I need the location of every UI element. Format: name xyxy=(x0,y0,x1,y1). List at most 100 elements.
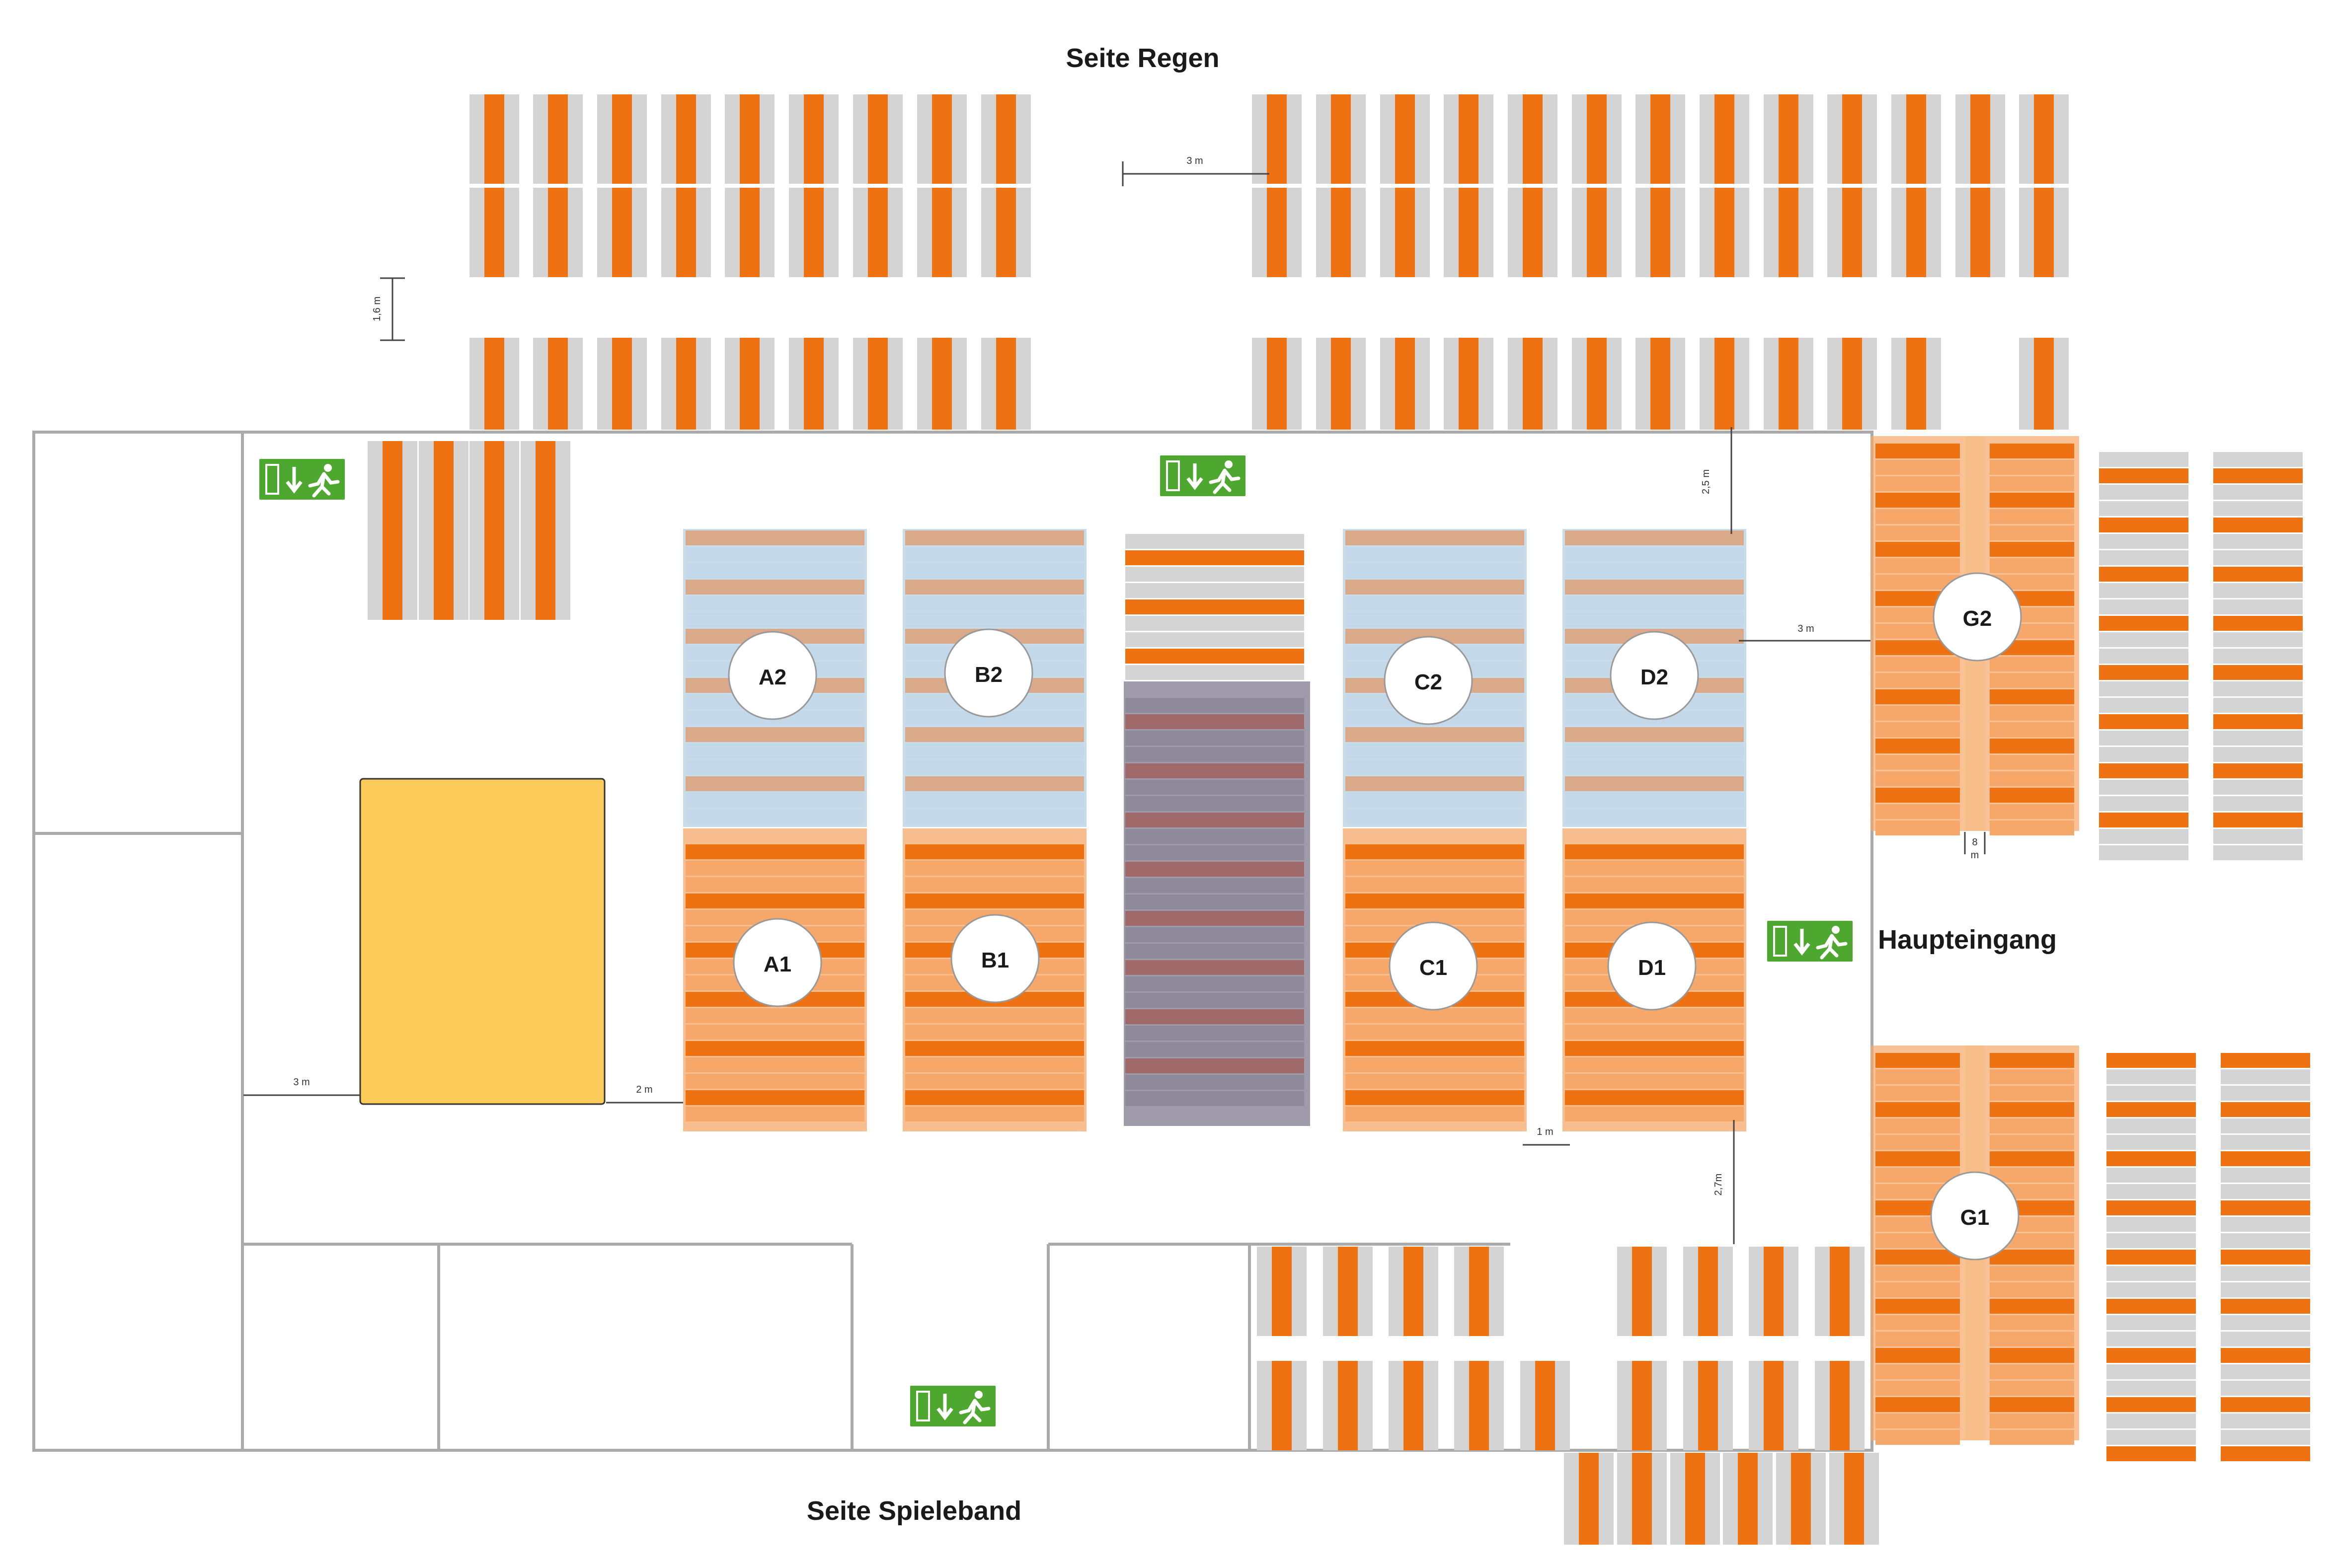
bench-horizontal xyxy=(2221,1414,2310,1428)
bench-horizontal xyxy=(1875,673,1960,688)
bench-horizontal xyxy=(2106,1381,2196,1396)
bench-horizontal xyxy=(1125,632,1304,647)
bench-horizontal xyxy=(1565,612,1744,627)
bench-horizontal xyxy=(1125,960,1304,975)
bench-vertical-seat xyxy=(1523,94,1543,184)
bench-vertical-seat xyxy=(1830,1247,1850,1336)
bench-horizontal xyxy=(1125,714,1304,729)
bench-horizontal xyxy=(1990,1250,2074,1265)
bench-horizontal xyxy=(1565,793,1744,808)
bench-horizontal xyxy=(1875,1086,1960,1101)
bench-horizontal xyxy=(2213,698,2303,713)
bench-vertical-seat xyxy=(1267,338,1287,430)
bench-horizontal xyxy=(1875,1348,1960,1363)
bench-horizontal xyxy=(1345,793,1524,808)
bench-horizontal xyxy=(905,563,1084,578)
bench-vertical-seat xyxy=(1338,1247,1358,1336)
bench-horizontal xyxy=(905,877,1084,892)
bench-vertical-seat xyxy=(1842,94,1862,184)
bench-vertical-seat xyxy=(804,188,824,277)
bench-vertical-seat xyxy=(612,94,632,184)
svg-text:C1: C1 xyxy=(1419,956,1447,980)
bench-horizontal xyxy=(2221,1381,2310,1396)
bench-horizontal xyxy=(1345,760,1524,775)
bench-horizontal xyxy=(1565,1008,1744,1023)
bench-horizontal xyxy=(686,744,864,758)
bench-horizontal xyxy=(686,776,864,791)
bench-horizontal xyxy=(1125,895,1304,909)
bench-horizontal xyxy=(905,1107,1084,1121)
bench-horizontal xyxy=(1875,1414,1960,1428)
bench-vertical-seat xyxy=(804,94,824,184)
bench-horizontal xyxy=(2106,1119,2196,1133)
bench-vertical-seat xyxy=(1738,1453,1758,1545)
bench-horizontal xyxy=(905,612,1084,627)
bench-horizontal xyxy=(2099,813,2188,827)
bench-vertical-seat xyxy=(1523,338,1543,430)
bench-vertical-seat xyxy=(1906,94,1926,184)
bench-horizontal xyxy=(1875,1053,1960,1068)
bench-horizontal xyxy=(1125,1009,1304,1024)
bench-horizontal xyxy=(1565,861,1744,876)
bench-horizontal xyxy=(2221,1315,2310,1330)
bench-vertical-seat xyxy=(1403,1247,1423,1336)
bench-vertical-seat xyxy=(1535,1361,1555,1450)
bench-vertical-seat xyxy=(1685,1453,1705,1545)
emergency-exit-icon xyxy=(257,457,347,502)
bench-horizontal xyxy=(1990,722,2074,737)
bench-horizontal xyxy=(905,1041,1084,1056)
bench-horizontal xyxy=(1875,1102,1960,1117)
dim-g2-small: 8 xyxy=(1972,837,1977,848)
bench-horizontal xyxy=(2213,829,2303,844)
bench-vertical-seat xyxy=(996,188,1016,277)
bench-horizontal xyxy=(1875,1282,1960,1297)
bench-horizontal xyxy=(1565,744,1744,758)
bench-horizontal xyxy=(1345,547,1524,562)
bench-horizontal xyxy=(1875,476,1960,491)
bench-horizontal xyxy=(2106,1446,2196,1461)
bench-vertical-seat xyxy=(740,188,760,277)
bench-horizontal xyxy=(1565,596,1744,611)
bench-horizontal xyxy=(2221,1069,2310,1084)
bench-horizontal xyxy=(686,844,864,859)
bench-vertical-seat xyxy=(1714,188,1734,277)
bench-horizontal xyxy=(2213,681,2303,696)
bench-horizontal xyxy=(1125,944,1304,959)
bench-horizontal xyxy=(2213,534,2303,549)
bench-horizontal xyxy=(686,861,864,876)
bench-horizontal xyxy=(905,530,1084,545)
bench-horizontal xyxy=(1345,809,1524,824)
bench-horizontal xyxy=(1345,612,1524,627)
bench-vertical-seat xyxy=(2034,188,2054,277)
bench-vertical-seat xyxy=(740,338,760,430)
bench-horizontal xyxy=(2221,1217,2310,1232)
bench-vertical-seat xyxy=(1331,94,1351,184)
bench-horizontal xyxy=(2213,813,2303,827)
bench-vertical-seat xyxy=(1267,188,1287,277)
bench-horizontal xyxy=(686,1107,864,1121)
bench-horizontal xyxy=(2106,1200,2196,1215)
bench-horizontal xyxy=(1875,1168,1960,1183)
bench-horizontal xyxy=(2106,1397,2196,1412)
dim-g2-small-unit: m xyxy=(1971,850,1979,861)
bench-horizontal xyxy=(2221,1184,2310,1199)
bench-horizontal xyxy=(1990,476,2074,491)
bench-vertical-seat xyxy=(1469,1247,1489,1336)
bench-horizontal xyxy=(686,596,864,611)
bench-horizontal xyxy=(1565,530,1744,545)
bench-horizontal xyxy=(2213,665,2303,680)
bench-horizontal xyxy=(1990,1102,2074,1117)
bench-horizontal xyxy=(2106,1233,2196,1248)
bench-horizontal xyxy=(1875,821,1960,835)
bench-horizontal xyxy=(2099,485,2188,500)
bench-horizontal xyxy=(1990,1053,2074,1068)
bench-horizontal xyxy=(686,727,864,742)
bench-vertical-seat xyxy=(484,188,504,277)
bench-horizontal xyxy=(2106,1266,2196,1281)
bench-horizontal xyxy=(2099,599,2188,614)
bench-vertical-seat xyxy=(484,441,504,620)
bench-horizontal xyxy=(905,727,1084,742)
bench-horizontal xyxy=(1565,1107,1744,1121)
bench-horizontal xyxy=(2221,1200,2310,1215)
bench-horizontal xyxy=(2221,1446,2310,1461)
